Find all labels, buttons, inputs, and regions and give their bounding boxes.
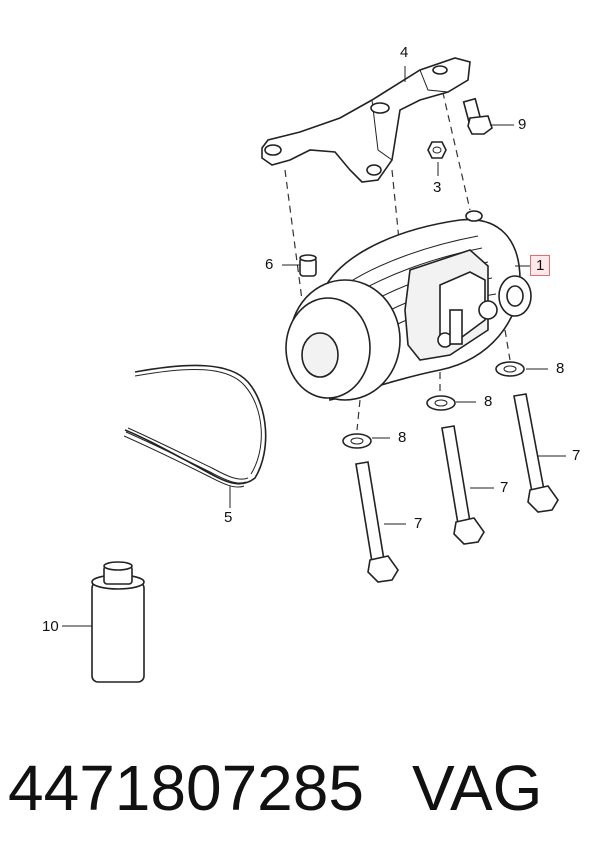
- washer-parts: [342, 361, 525, 449]
- part-footer: 4471807285 VAG: [0, 740, 600, 840]
- callout-5: 5: [224, 509, 233, 526]
- callout-8-right: 8: [556, 360, 565, 377]
- poly-v-belt-part: [123, 364, 267, 488]
- sleeve-6-part: [299, 254, 317, 277]
- brand-name: VAG: [412, 752, 543, 824]
- callout-4: 4: [400, 44, 409, 61]
- callout-7-right: 7: [572, 447, 581, 464]
- callout-8-middle: 8: [484, 393, 493, 410]
- callout-3: 3: [433, 179, 442, 196]
- bolt-9-part: [462, 97, 493, 135]
- assembly-guide-lines: [284, 79, 511, 431]
- callout-6: 6: [265, 256, 274, 273]
- callout-10: 10: [42, 618, 59, 635]
- callout-1-highlighted[interactable]: 1: [530, 255, 551, 276]
- part-number: 4471807285: [8, 752, 364, 824]
- callout-8-left: 8: [398, 429, 407, 446]
- mounting-bracket-part: [261, 57, 471, 183]
- callout-7-middle: 7: [500, 479, 509, 496]
- callout-9: 9: [518, 116, 527, 133]
- leader-lines: [62, 66, 566, 627]
- ac-compressor-part: [285, 210, 532, 402]
- long-bolt-parts: [355, 393, 559, 583]
- nut-3-part: [427, 141, 447, 159]
- exploded-parts-drawing: [62, 57, 566, 683]
- callout-7-left: 7: [414, 515, 423, 532]
- oil-container-part: [91, 561, 145, 683]
